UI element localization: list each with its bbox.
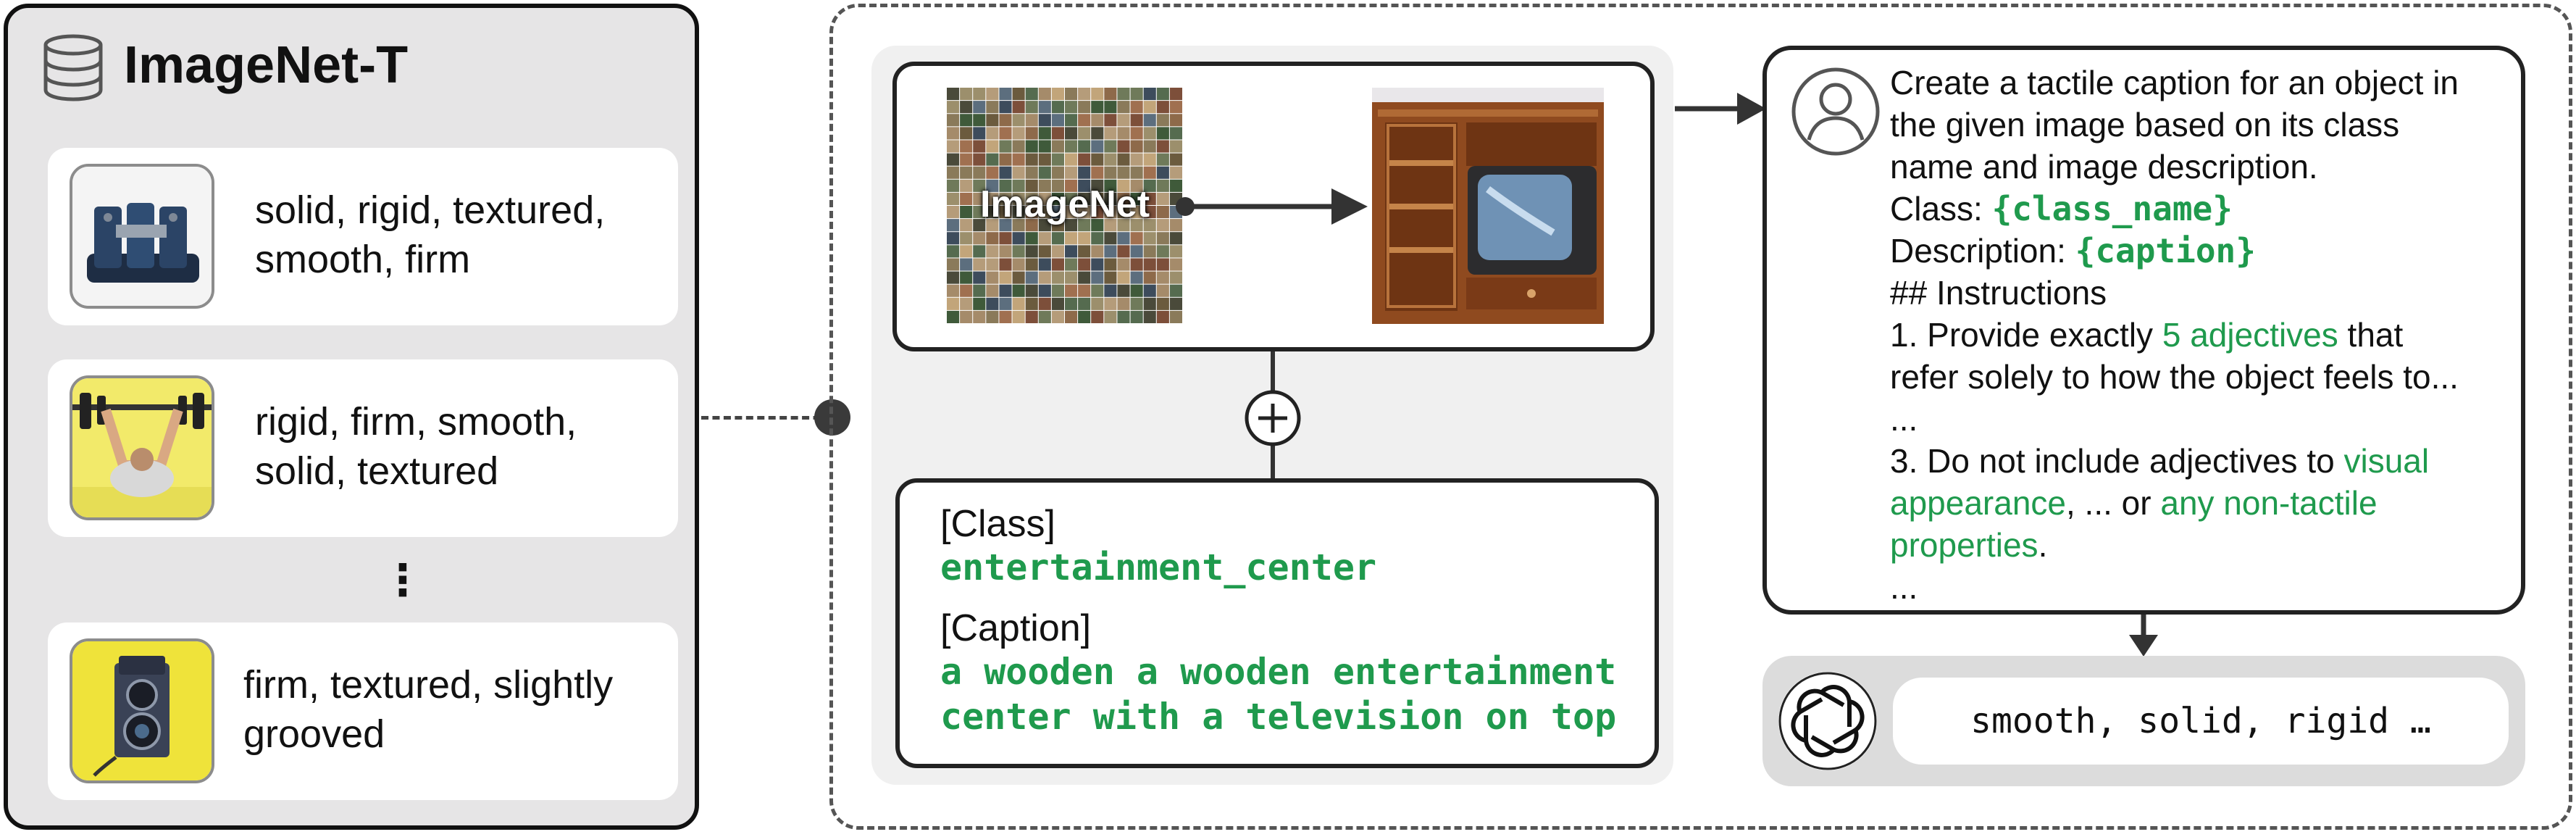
prompt-line: refer solely to how the object feels to.… xyxy=(1890,358,2459,396)
class-label: [Class] xyxy=(940,503,1055,545)
plus-icon xyxy=(1245,390,1301,446)
generated-tactile-caption: smooth, solid, rigid … xyxy=(1970,701,2431,741)
tactile-adjectives: firm, textured, slightly grooved xyxy=(243,663,614,756)
more-items-ellipsis: ⋮ xyxy=(381,556,425,604)
prompt-line: the given image based on its class xyxy=(1890,106,2400,143)
user-icon xyxy=(1791,67,1880,156)
llm-output-box: smooth, solid, rigid … xyxy=(1762,656,2525,786)
tactile-sample-card: rigid, firm, smooth, solid, textured xyxy=(48,359,678,537)
highlight: any non-tactile xyxy=(2160,484,2378,522)
entertainment-center-photo xyxy=(1372,88,1604,324)
highlight: visual xyxy=(2343,442,2430,480)
chatgpt-icon xyxy=(1778,672,1877,770)
pipeline-frame xyxy=(829,4,2572,830)
dumbbell-photo xyxy=(70,164,214,309)
prompt-line: ... xyxy=(1890,568,1918,606)
highlight: properties xyxy=(1890,526,2038,564)
prompt-line: appearance, ... or any non-tactile xyxy=(1890,484,2378,522)
prompt-line: ## Instructions xyxy=(1890,274,2107,312)
tactile-sample-card: firm, textured, slightly grooved xyxy=(48,622,678,800)
imagenet-t-panel: ImageNet-T solid, rigid, textured, smoot… xyxy=(4,4,699,830)
weightlifter-photo xyxy=(70,375,214,520)
panel-title: ImageNet-T xyxy=(124,36,409,94)
caption-variable: {caption} xyxy=(2075,231,2256,270)
prompt-line: 3. Do not include adjectives to visual xyxy=(1890,442,2430,480)
tactile-adjectives: rigid, firm, smooth, solid, textured xyxy=(255,400,577,493)
prompt-line: ... xyxy=(1890,400,1918,438)
prompt-line: properties. xyxy=(1890,526,2048,564)
class-name-variable: {class_name} xyxy=(1991,189,2233,228)
prompt-line: 1. Provide exactly 5 adjectives that xyxy=(1890,316,2404,354)
prompt-text: Create a tactile caption for an object i… xyxy=(1890,62,2513,608)
caption-value-line: center with a television on top xyxy=(940,696,1617,738)
prompt-line: Class: {class_name} xyxy=(1890,189,2233,228)
tactile-sample-card: solid, rigid, textured, smooth, firm xyxy=(48,148,678,325)
database-icon xyxy=(43,34,103,101)
class-caption-box: [Class] entertainment_center [Caption] a… xyxy=(895,478,1659,768)
camera-photo xyxy=(70,638,214,783)
class-value: entertainment_center xyxy=(940,546,1377,588)
panel-connector-line xyxy=(701,416,832,420)
highlight: appearance xyxy=(1890,484,2066,522)
prompt-line: Create a tactile caption for an object i… xyxy=(1890,64,2459,101)
caption-label: [Caption] xyxy=(940,607,1092,649)
prompt-template-box: Create a tactile caption for an object i… xyxy=(1762,46,2525,615)
imagenet-label: ImageNet xyxy=(979,183,1150,225)
imagenet-mosaic xyxy=(947,88,1183,324)
prompt-line: Description: {caption} xyxy=(1890,231,2256,270)
highlight: 5 adjectives xyxy=(2162,316,2338,354)
prompt-line: name and image description. xyxy=(1890,148,2318,186)
output-bubble: smooth, solid, rigid … xyxy=(1893,678,2509,765)
tactile-adjectives: solid, rigid, textured, smooth, firm xyxy=(255,188,606,281)
caption-value-line: a wooden a wooden entertainment xyxy=(940,651,1617,693)
